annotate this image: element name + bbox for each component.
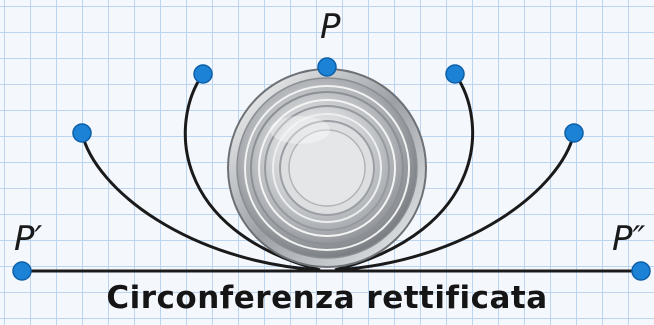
tin-lid-circle <box>227 68 427 268</box>
curve-right-inner <box>334 73 475 272</box>
point-right-inner <box>445 64 465 84</box>
curve-left-inner <box>183 73 321 272</box>
curve-right-outer <box>334 132 576 272</box>
label-point-p: P <box>320 7 341 47</box>
point-left-end <box>12 261 32 281</box>
point-right-end <box>631 261 651 281</box>
label-point-p-double-prime: P″ <box>612 219 646 259</box>
point-right-outer <box>564 123 584 143</box>
label-point-p-prime: P′ <box>14 219 43 259</box>
caption: Circonferenza rettificata <box>106 280 548 316</box>
point-left-outer <box>72 123 92 143</box>
point-left-inner <box>193 64 213 84</box>
point-top <box>317 57 337 77</box>
curve-left-outer <box>80 132 321 272</box>
